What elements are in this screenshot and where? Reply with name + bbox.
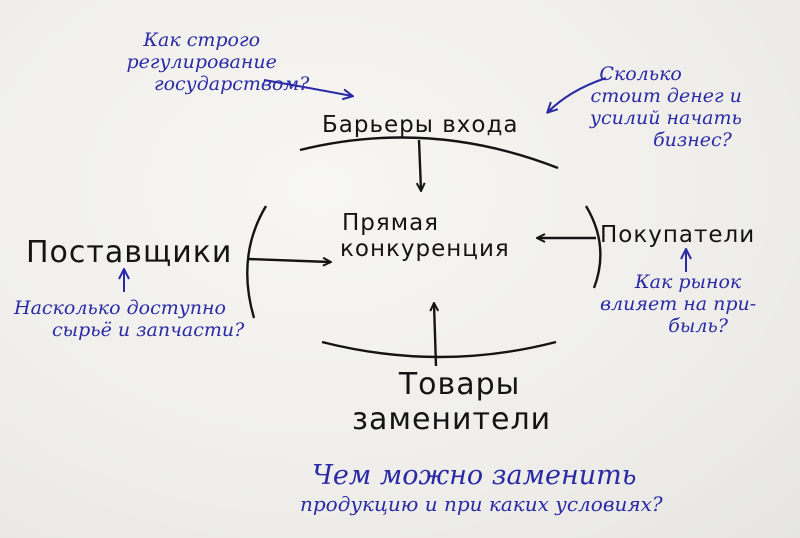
government-question-arrow bbox=[263, 79, 352, 96]
government-question-line-1: Как строго bbox=[143, 29, 261, 51]
suppliers-question-line-2: сырьё и запчасти? bbox=[52, 318, 245, 341]
left-node-suppliers: Поставщики bbox=[26, 235, 233, 270]
cost-question-line-3: усилий начать bbox=[590, 106, 742, 129]
buyers-question-line-1: Как рынок bbox=[634, 271, 742, 293]
buyers-question-line-2: влияет на при- bbox=[600, 292, 757, 315]
bottom-arc bbox=[321, 340, 557, 359]
suppliers-question-line-1: Насколько доступно bbox=[14, 297, 226, 319]
top-barrier-arc bbox=[299, 136, 559, 170]
right-node-buyers: Покупатели bbox=[600, 222, 756, 248]
cost-question-line-2: стоит денег и bbox=[590, 84, 742, 107]
substitutes-question-line-2: продукцию и при каких условиях? bbox=[300, 492, 663, 517]
substitutes-question-line-1: Чем можно заменить bbox=[312, 460, 637, 491]
bottom-to-center-arrow bbox=[434, 304, 436, 367]
cost-question-line-4: бизнес? bbox=[653, 128, 732, 151]
suppliers-question: Насколько доступно сырьё и запчасти? bbox=[14, 297, 245, 342]
right-bracket bbox=[584, 205, 602, 289]
top-node-barriers: Барьеры входа bbox=[322, 112, 519, 138]
center-node-line-1: Прямая bbox=[342, 210, 440, 236]
cost-question-line-1: Сколько bbox=[599, 63, 682, 85]
left-bracket bbox=[246, 205, 268, 319]
bottom-node-line-1: Товары bbox=[398, 367, 521, 402]
center-node-line-2: конкуренция bbox=[340, 236, 510, 263]
bottom-node-line-2: заменители bbox=[352, 401, 552, 437]
buyers-question-line-3: быль? bbox=[668, 314, 728, 337]
substitutes-question: Чем можно заменить продукцию и при каких… bbox=[300, 460, 663, 516]
cost-question-arrow bbox=[548, 77, 607, 112]
government-question-line-3: государством? bbox=[154, 72, 310, 95]
center-node: Прямая конкуренция bbox=[336, 210, 510, 263]
left-to-center-arrow bbox=[247, 259, 330, 262]
government-question-line-2: регулирование bbox=[126, 50, 277, 73]
bottom-node-substitutes: Товары заменители bbox=[352, 367, 551, 437]
cost-question: Сколько стоит денег и усилий начать бизн… bbox=[590, 63, 742, 151]
government-question: Как строго регулирование государством? bbox=[94, 29, 310, 96]
top-to-center-arrow bbox=[419, 139, 421, 190]
buyers-question: Как рынок влияет на при- быль? bbox=[600, 271, 757, 338]
